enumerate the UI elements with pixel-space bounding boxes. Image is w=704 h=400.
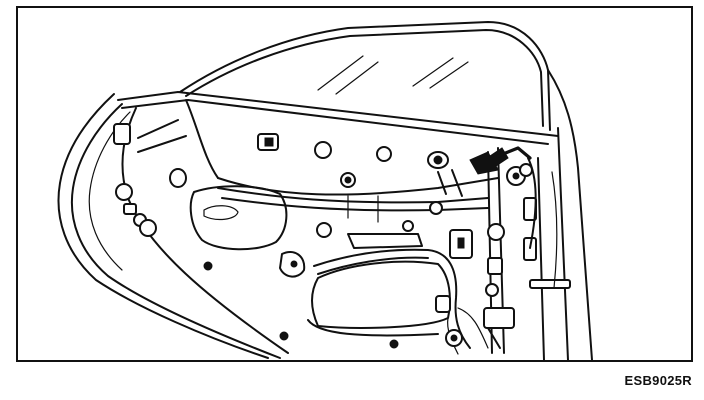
door-outer-edge xyxy=(57,93,281,359)
illustration-frame xyxy=(16,6,693,362)
upper-service-opening xyxy=(189,185,288,251)
lower-service-opening xyxy=(307,260,451,337)
pillar-wiring xyxy=(496,146,537,249)
arrow-indicator xyxy=(469,147,509,175)
window-regulator-rods xyxy=(217,169,489,238)
wiring-harness xyxy=(313,248,489,355)
figure-code-label: ESB9025R xyxy=(624,373,692,388)
door-pillar xyxy=(523,69,593,360)
door-belt-line xyxy=(117,91,559,145)
lock-components xyxy=(389,283,515,349)
door-glass xyxy=(179,21,551,131)
left-side-features xyxy=(113,119,289,341)
mid-brackets xyxy=(279,223,505,278)
door-inner-panel-drawing xyxy=(57,21,593,360)
